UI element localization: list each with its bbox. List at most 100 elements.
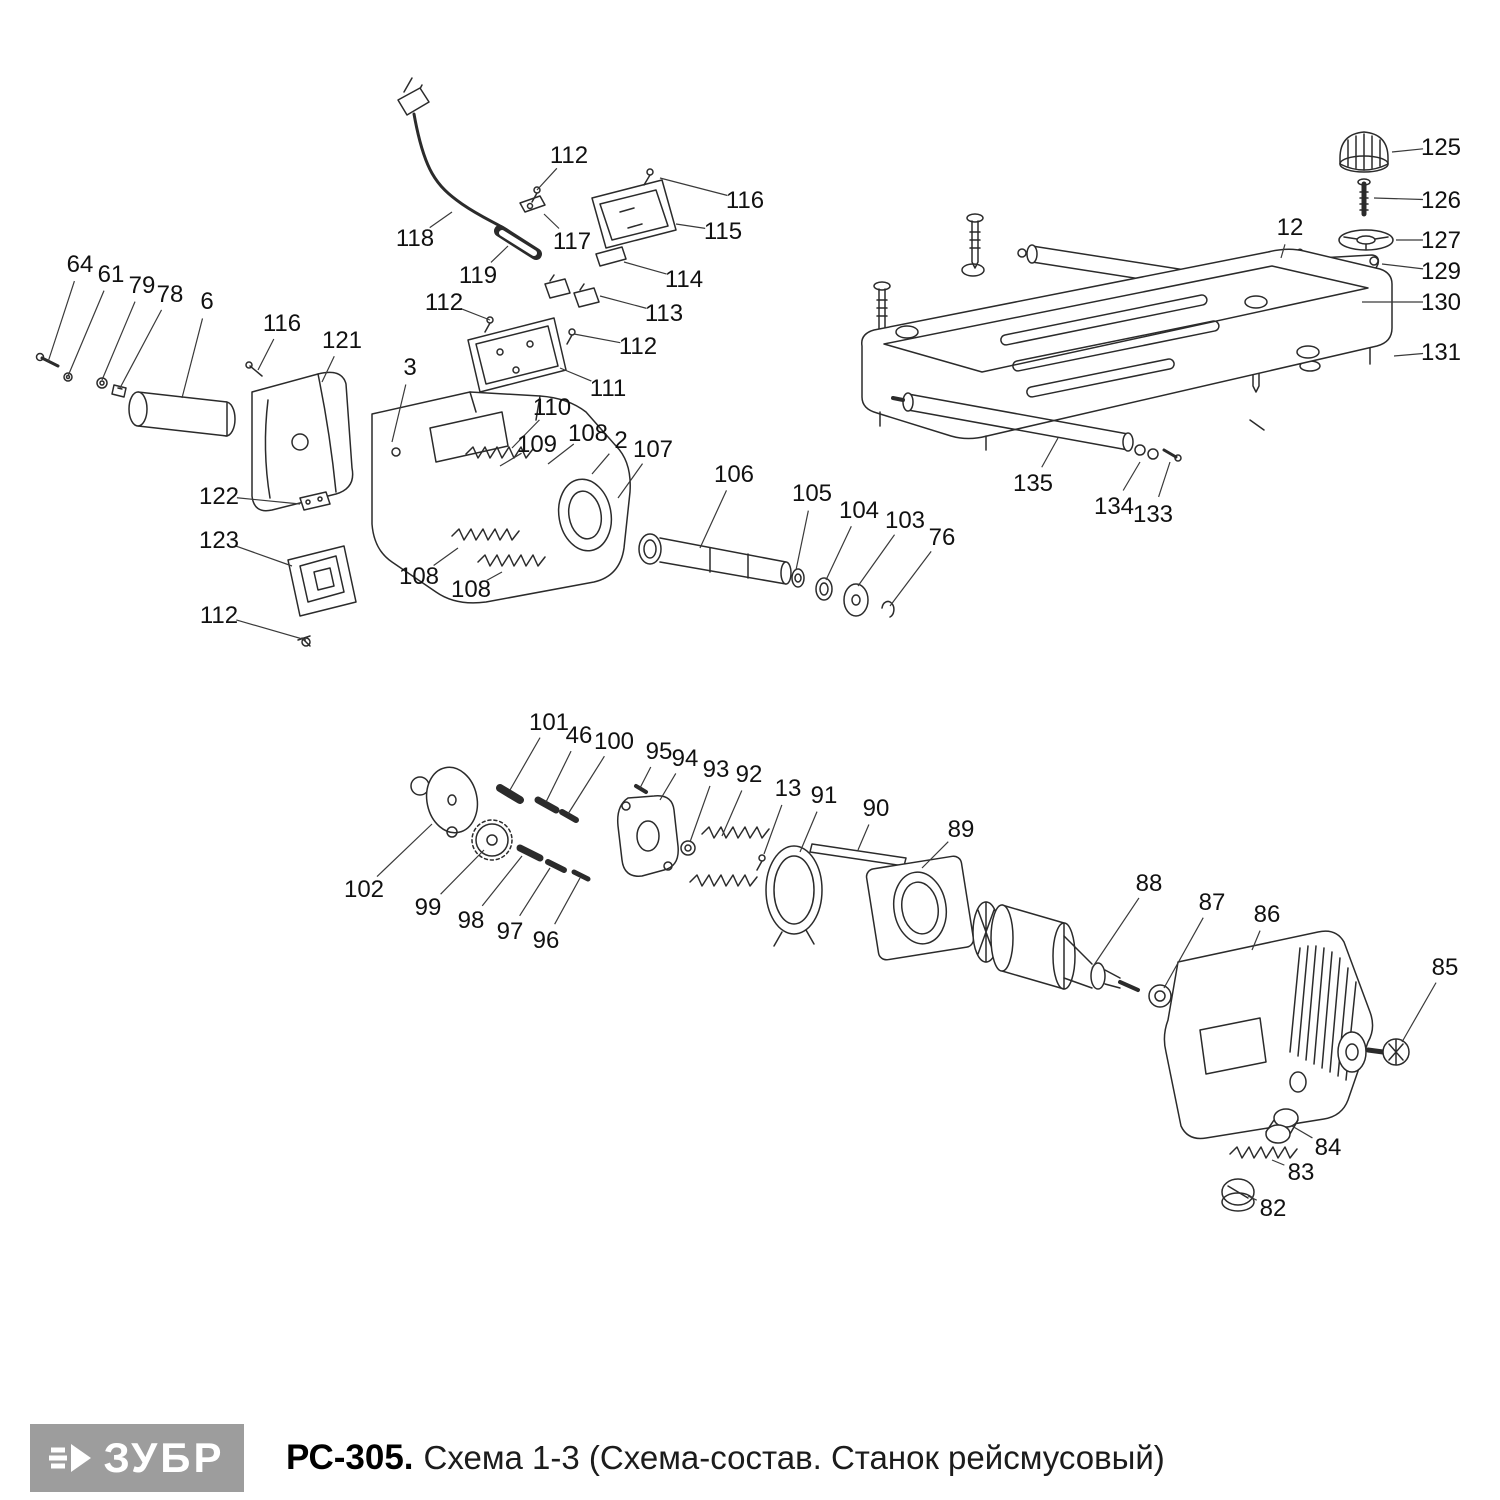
parts-105-104-103-76-washers <box>791 568 895 618</box>
part-102-disc <box>410 766 479 838</box>
leader-line-3-7 <box>391 384 407 443</box>
table-assembly <box>861 131 1394 462</box>
part-callout-111-18: 111 <box>590 375 626 402</box>
diagram-caption: РС-305.Схема 1-3 (Схема-состав. Станок р… <box>286 1438 1165 1478</box>
part-87-bearing <box>1148 984 1172 1008</box>
leader-line-117-11 <box>543 213 560 229</box>
parts-134-133 <box>1134 444 1182 462</box>
part-85-knob <box>1365 1038 1410 1066</box>
part-callout-85-58: 85 <box>1432 954 1459 981</box>
part-callout-113-15: 113 <box>645 300 683 327</box>
part-callout-114-14: 114 <box>665 266 703 293</box>
leader-line-134-42 <box>1122 461 1141 491</box>
part-118-power-cord <box>397 77 542 260</box>
part-callout-92-50: 92 <box>736 761 763 788</box>
leader-line-131-39 <box>1393 352 1424 357</box>
part-callout-116-5: 116 <box>263 310 301 337</box>
parts-64-61-79-78-fasteners <box>35 352 127 398</box>
part-callout-125-34: 125 <box>1421 134 1461 161</box>
part-callout-101-44: 101 <box>529 709 569 736</box>
part-callout-133-43: 133 <box>1133 501 1173 528</box>
exploded-diagram: 6461797861161213118119112117116115114113… <box>35 77 1461 1222</box>
part-callout-84-64: 84 <box>1315 1134 1342 1161</box>
part-115-cover-plate <box>591 168 677 249</box>
part-135-roller <box>891 392 1134 452</box>
leader-line-61-1 <box>67 290 105 377</box>
leader-line-121-6 <box>321 355 335 383</box>
part-callout-79-2: 79 <box>129 272 156 299</box>
part-callout-126-35: 126 <box>1421 187 1461 214</box>
leader-line-100-46 <box>567 755 605 815</box>
leader-line-104-26 <box>825 526 852 581</box>
part-callout-78-3: 78 <box>157 281 184 308</box>
leader-line-78-3 <box>119 309 163 389</box>
part-callout-91-52: 91 <box>811 782 838 809</box>
part-callout-112-17: 112 <box>619 333 657 360</box>
leader-line-92-50 <box>721 790 743 837</box>
part-callout-121-6: 121 <box>322 327 362 354</box>
part-callout-112-16: 112 <box>425 289 463 316</box>
parts-84-83-82-brush <box>1221 1108 1299 1212</box>
part-callout-116-12: 116 <box>726 187 764 214</box>
part-callout-94-48: 94 <box>672 745 699 772</box>
part-callout-108-33: 108 <box>451 576 491 603</box>
leader-line-108-32 <box>433 547 459 566</box>
part-106-shaft <box>638 533 792 585</box>
leader-line-125-34 <box>1391 148 1424 153</box>
leader-line-101-44 <box>509 737 541 791</box>
leader-line-91-52 <box>799 811 818 853</box>
leader-line-102-59 <box>376 823 433 877</box>
part-callout-96-63: 96 <box>533 927 560 954</box>
part-callout-100-46: 100 <box>594 728 634 755</box>
part-6-cylinder <box>128 391 236 437</box>
leader-line-111-18 <box>559 367 592 382</box>
brand-name: ЗУБР <box>103 1434 225 1481</box>
part-callout-6-4: 6 <box>200 288 213 315</box>
leader-line-97-62 <box>519 867 551 917</box>
part-callout-64-0: 64 <box>67 251 94 278</box>
part-117-bracket <box>519 186 546 213</box>
part-callout-112-31: 112 <box>200 602 238 629</box>
part-88-rotor <box>972 901 1140 992</box>
leader-line-46-45 <box>545 750 572 803</box>
part-callout-108-21: 108 <box>568 420 608 447</box>
leader-line-107-23 <box>617 463 644 499</box>
part-callout-112-10: 112 <box>550 142 588 169</box>
leader-line-13-51 <box>763 804 783 855</box>
part-callout-95-47: 95 <box>646 738 673 765</box>
leader-line-106-24 <box>699 490 728 549</box>
leader-line-108-33 <box>486 571 503 581</box>
leader-line-108-21 <box>547 443 575 465</box>
part-callout-61-1: 61 <box>98 261 125 288</box>
leader-line-119-9 <box>490 245 509 263</box>
leader-line-118-8 <box>429 211 453 229</box>
cutterhead-motor-assembly <box>410 766 1410 1212</box>
leader-line-94-48 <box>659 773 677 801</box>
leader-line-112-31 <box>236 619 307 641</box>
part-callout-93-49: 93 <box>703 756 730 783</box>
leader-line-135-41 <box>1041 437 1059 468</box>
part-94-gear-cover <box>616 795 679 877</box>
part-callout-103-27: 103 <box>885 507 925 534</box>
leader-line-12-40 <box>1280 244 1286 259</box>
footer: ЗУБР РС-305.Схема 1-3 (Схема-состав. Ста… <box>0 1424 1500 1492</box>
leader-line-82-66 <box>1247 1195 1258 1201</box>
leader-line-84-64 <box>1291 1125 1313 1139</box>
parts-pins <box>496 784 648 882</box>
leader-line-133-43 <box>1158 461 1171 498</box>
part-callout-86-57: 86 <box>1254 901 1281 928</box>
leader-line-6-4 <box>181 318 204 399</box>
part-callout-118-8: 118 <box>396 225 434 252</box>
part-callout-83-65: 83 <box>1288 1159 1315 1186</box>
part-113-114-terminals <box>544 246 627 308</box>
part-callout-106-24: 106 <box>714 461 754 488</box>
part-callout-108-32: 108 <box>399 563 439 590</box>
part-callout-13-51: 13 <box>775 775 802 802</box>
leader-line-2-22 <box>591 453 610 475</box>
part-131-table <box>861 248 1393 451</box>
part-callout-3-7: 3 <box>403 354 416 381</box>
leader-line-85-58 <box>1401 982 1437 1043</box>
leader-line-86-57 <box>1251 930 1261 951</box>
part-callout-89-54: 89 <box>948 816 975 843</box>
